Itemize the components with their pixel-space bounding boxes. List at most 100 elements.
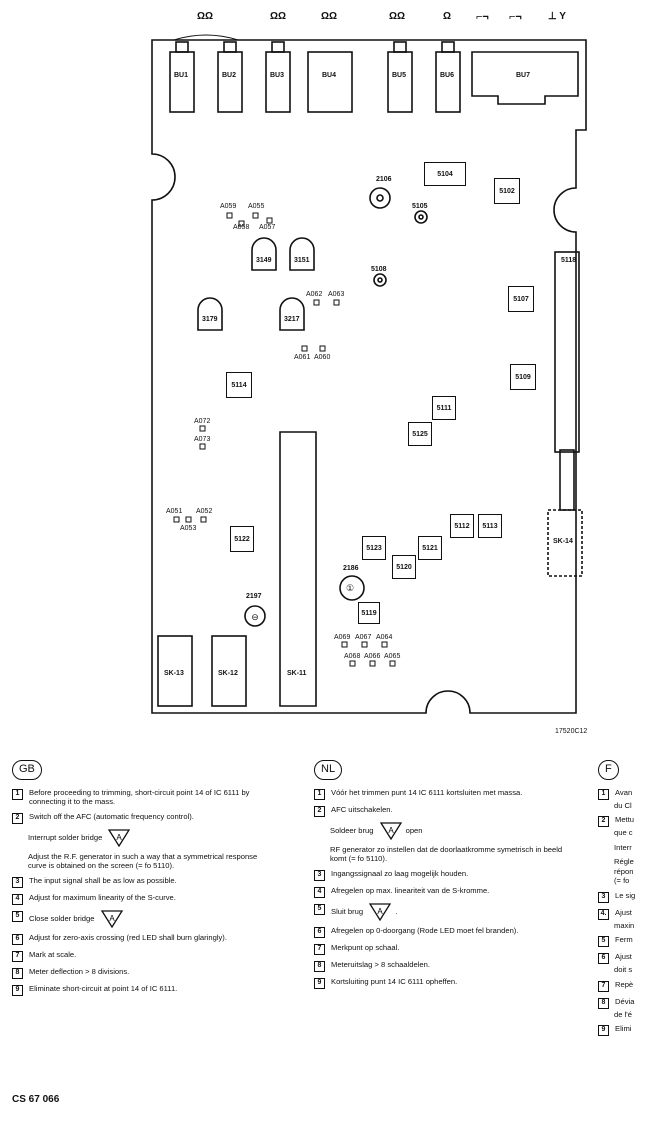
svg-text:⊖: ⊖	[251, 612, 259, 622]
svg-text:①: ①	[346, 583, 354, 593]
board-outline	[151, 39, 587, 714]
symbol-row-5: Ω	[443, 11, 452, 22]
sk11-strip	[279, 431, 317, 707]
label-bu4: BU4	[322, 72, 337, 79]
comp-5111: 5111	[432, 396, 456, 420]
tp-a058: A058	[233, 224, 250, 231]
label-sk14: SK-14	[553, 538, 573, 545]
comp-5114: 5114	[226, 372, 252, 398]
tp-a063: A063	[328, 291, 345, 298]
tp-a061: A061	[294, 354, 311, 361]
comp-2186: 2186	[343, 565, 359, 572]
tp-a060: A060	[314, 354, 331, 361]
solder-bridge-letter: A	[388, 826, 394, 835]
comp-5118: 5118	[561, 257, 577, 264]
pcb-layout-drawing: ① ⊖	[151, 34, 587, 714]
sk12-body	[211, 635, 247, 707]
comp-5113: 5113	[478, 514, 502, 538]
comp-5109: 5109	[510, 364, 536, 390]
comp-3217: 3217	[284, 316, 300, 323]
solder-bridge-icon: A	[379, 822, 402, 840]
tp-a053: A053	[180, 525, 197, 532]
label-bu1: BU1	[174, 72, 189, 79]
tp-a066: A066	[364, 653, 381, 660]
comp-5119: 5119	[358, 602, 380, 624]
label-bu6: BU6	[440, 72, 455, 79]
symbol-row-3: ΩΩ	[321, 11, 338, 22]
tp-a068: A068	[344, 653, 361, 660]
nl-step-2-detail: RF generator zo instellen dat de doorlaa…	[330, 844, 563, 864]
tp-a052: A052	[196, 508, 213, 515]
comp-5120: 5120	[392, 555, 416, 579]
comp-5121: 5121	[418, 536, 442, 560]
sk13-body	[157, 635, 193, 707]
bu6-body	[435, 51, 461, 113]
solder-bridge-letter: A	[117, 833, 123, 842]
bu5-body	[387, 51, 413, 113]
comp-5107: 5107	[508, 286, 534, 312]
label-bu2: BU2	[222, 72, 237, 79]
solder-bridge-icon: A	[369, 903, 392, 921]
comp-2197: 2197	[246, 593, 262, 600]
tp-a062: A062	[306, 291, 323, 298]
gb-step-2-detail: Adjust the R.F. generator in such a way …	[28, 851, 258, 871]
tp-a073: A073	[194, 436, 211, 443]
label-sk11: SK-11	[287, 670, 307, 677]
symbol-row-6: ⌐¬	[476, 11, 489, 23]
comp-2106: 2106	[376, 176, 392, 183]
label-bu5: BU5	[392, 72, 407, 79]
symbol-row-7: ⌐¬	[509, 11, 522, 23]
lang-badge-fr: F	[598, 760, 619, 780]
solder-bridge-icon: A	[100, 910, 123, 928]
symbol-row-2: ΩΩ	[270, 11, 287, 22]
label-sk12: SK-12	[218, 670, 238, 677]
drawing-number: 17520C12	[555, 728, 588, 735]
tp-a051: A051	[166, 508, 183, 515]
gb-step-2-bridge: Interrupt solder bridge A	[28, 829, 274, 847]
document-code: CS 67 066	[12, 1094, 60, 1105]
tp-a055: A055	[248, 203, 265, 210]
solder-bridge-letter: A	[109, 914, 115, 923]
comp-5108: 5108	[371, 266, 387, 273]
sk14-rail	[554, 251, 580, 453]
comp-5104: 5104	[424, 162, 466, 186]
bu3-body	[265, 51, 291, 113]
bu1-body	[169, 51, 195, 113]
bu2-body	[217, 51, 243, 113]
solder-bridge-icon: A	[108, 829, 131, 847]
symbol-row-8: ⊥ Y	[548, 11, 566, 22]
label-bu3: BU3	[270, 72, 285, 79]
comp-3151: 3151	[294, 257, 310, 264]
solder-bridge-letter: A	[378, 907, 384, 916]
comp-3179: 3179	[202, 316, 218, 323]
fr-step-4: 4.Ajust	[598, 908, 648, 920]
bu7-body	[471, 51, 579, 105]
symbol-row-4: ΩΩ	[389, 11, 406, 22]
comp-5102: 5102	[494, 178, 520, 204]
